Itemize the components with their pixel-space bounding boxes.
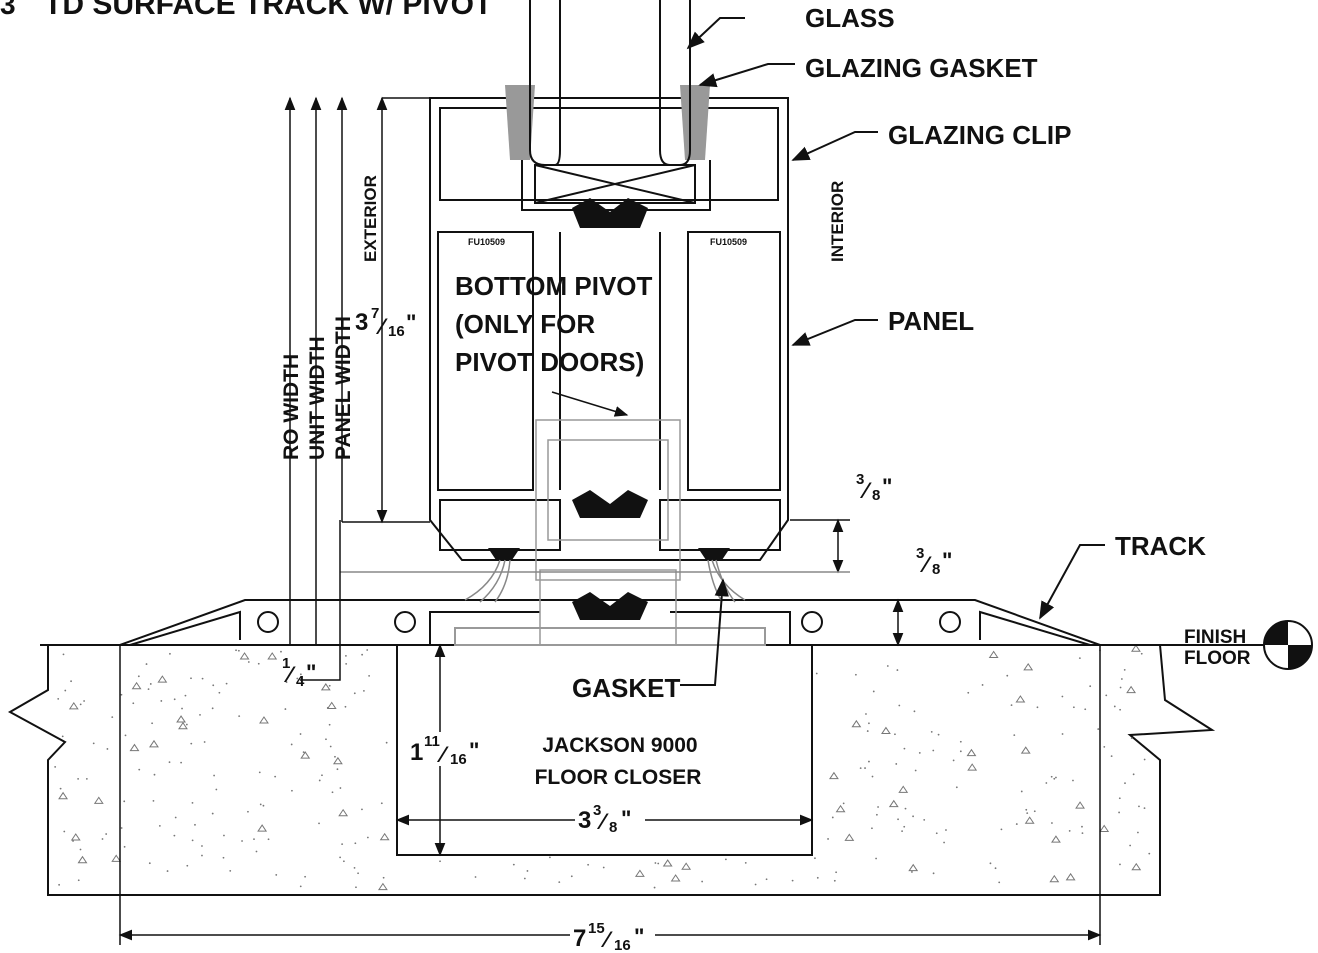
gaskets	[488, 198, 730, 620]
svg-text:": "	[942, 548, 952, 573]
dim-closer-depth: 1 11 ⁄ 16 "	[408, 732, 488, 768]
part-number-left: FU10509	[468, 237, 505, 247]
svg-text:": "	[469, 738, 479, 763]
svg-text:": "	[634, 924, 644, 949]
part-number-right: FU10509	[710, 237, 747, 247]
pivot-leader	[551, 391, 629, 417]
glass-callout: GLASS	[805, 3, 895, 33]
svg-text:4: 4	[296, 673, 305, 690]
dim-closer-width: 3 3 ⁄ 8 "	[575, 800, 645, 836]
dim-overall-width: 7 15 ⁄ 16 "	[570, 918, 655, 953]
finish-floor-label-2: FLOOR	[1184, 648, 1251, 669]
track-profile	[119, 599, 1101, 646]
gasket-callout: GASKET	[572, 673, 680, 703]
panel-callout: PANEL	[888, 306, 974, 336]
callout-leaders	[680, 17, 1105, 686]
svg-text:3: 3	[355, 309, 368, 336]
svg-text:8: 8	[932, 561, 940, 578]
exterior-label: EXTERIOR	[361, 175, 380, 262]
glazing-clip-callout: GLAZING CLIP	[888, 120, 1071, 150]
svg-text:16: 16	[450, 751, 467, 768]
title-prefix: 3	[0, 0, 16, 20]
svg-text:16: 16	[388, 323, 405, 340]
dim-track-height: 3 ⁄ 8 "	[916, 545, 952, 578]
svg-text:7: 7	[371, 305, 379, 322]
svg-text:": "	[406, 310, 416, 335]
dim-panel-height: 3 7 ⁄ 16 "	[355, 305, 416, 340]
svg-text:8: 8	[872, 487, 880, 504]
svg-text:3: 3	[593, 802, 601, 819]
unit-width-label: UNIT WIDTH	[306, 336, 329, 460]
svg-text:": "	[882, 474, 892, 499]
closer-line-2: FLOOR CLOSER	[535, 766, 702, 789]
svg-text:": "	[621, 806, 631, 831]
glazing-gaskets	[505, 85, 710, 160]
svg-text:16: 16	[614, 937, 631, 953]
pivot-note-line-3: PIVOT DOORS)	[455, 347, 644, 377]
pivot-note-line-2: (ONLY FOR	[455, 309, 595, 339]
bottom-pivot-box	[535, 419, 681, 646]
dim-track-offset: 3 ⁄ 8 "	[856, 471, 892, 504]
title: TD SURFACE TRACK W/ PIVOT	[44, 0, 492, 21]
svg-text:": "	[306, 660, 316, 685]
ro-width-label: RO WIDTH	[280, 354, 303, 460]
svg-text:1: 1	[410, 739, 423, 766]
panel-width-label: PANEL WIDTH	[332, 316, 355, 460]
panel-profile	[429, 97, 789, 561]
finish-floor-label-1: FINISH	[1184, 627, 1246, 648]
glass	[529, 0, 691, 166]
svg-text:7: 7	[573, 925, 586, 952]
svg-text:3: 3	[578, 807, 591, 834]
svg-text:15: 15	[588, 920, 605, 937]
sweep-brushes	[464, 559, 746, 603]
svg-text:3: 3	[856, 471, 864, 488]
svg-text:3: 3	[916, 545, 924, 562]
width-dimension-lines	[284, 96, 430, 645]
closer-line-1: JACKSON 9000	[542, 734, 697, 757]
svg-text:8: 8	[609, 819, 617, 836]
pivot-note-line-1: BOTTOM PIVOT	[455, 271, 653, 301]
track-callout: TRACK	[1115, 531, 1206, 561]
svg-text:11: 11	[424, 733, 440, 750]
glazing-gasket-callout: GLAZING GASKET	[805, 53, 1038, 83]
finish-floor-symbol	[1263, 620, 1313, 670]
interior-label: INTERIOR	[828, 181, 847, 262]
svg-text:1: 1	[282, 655, 290, 672]
